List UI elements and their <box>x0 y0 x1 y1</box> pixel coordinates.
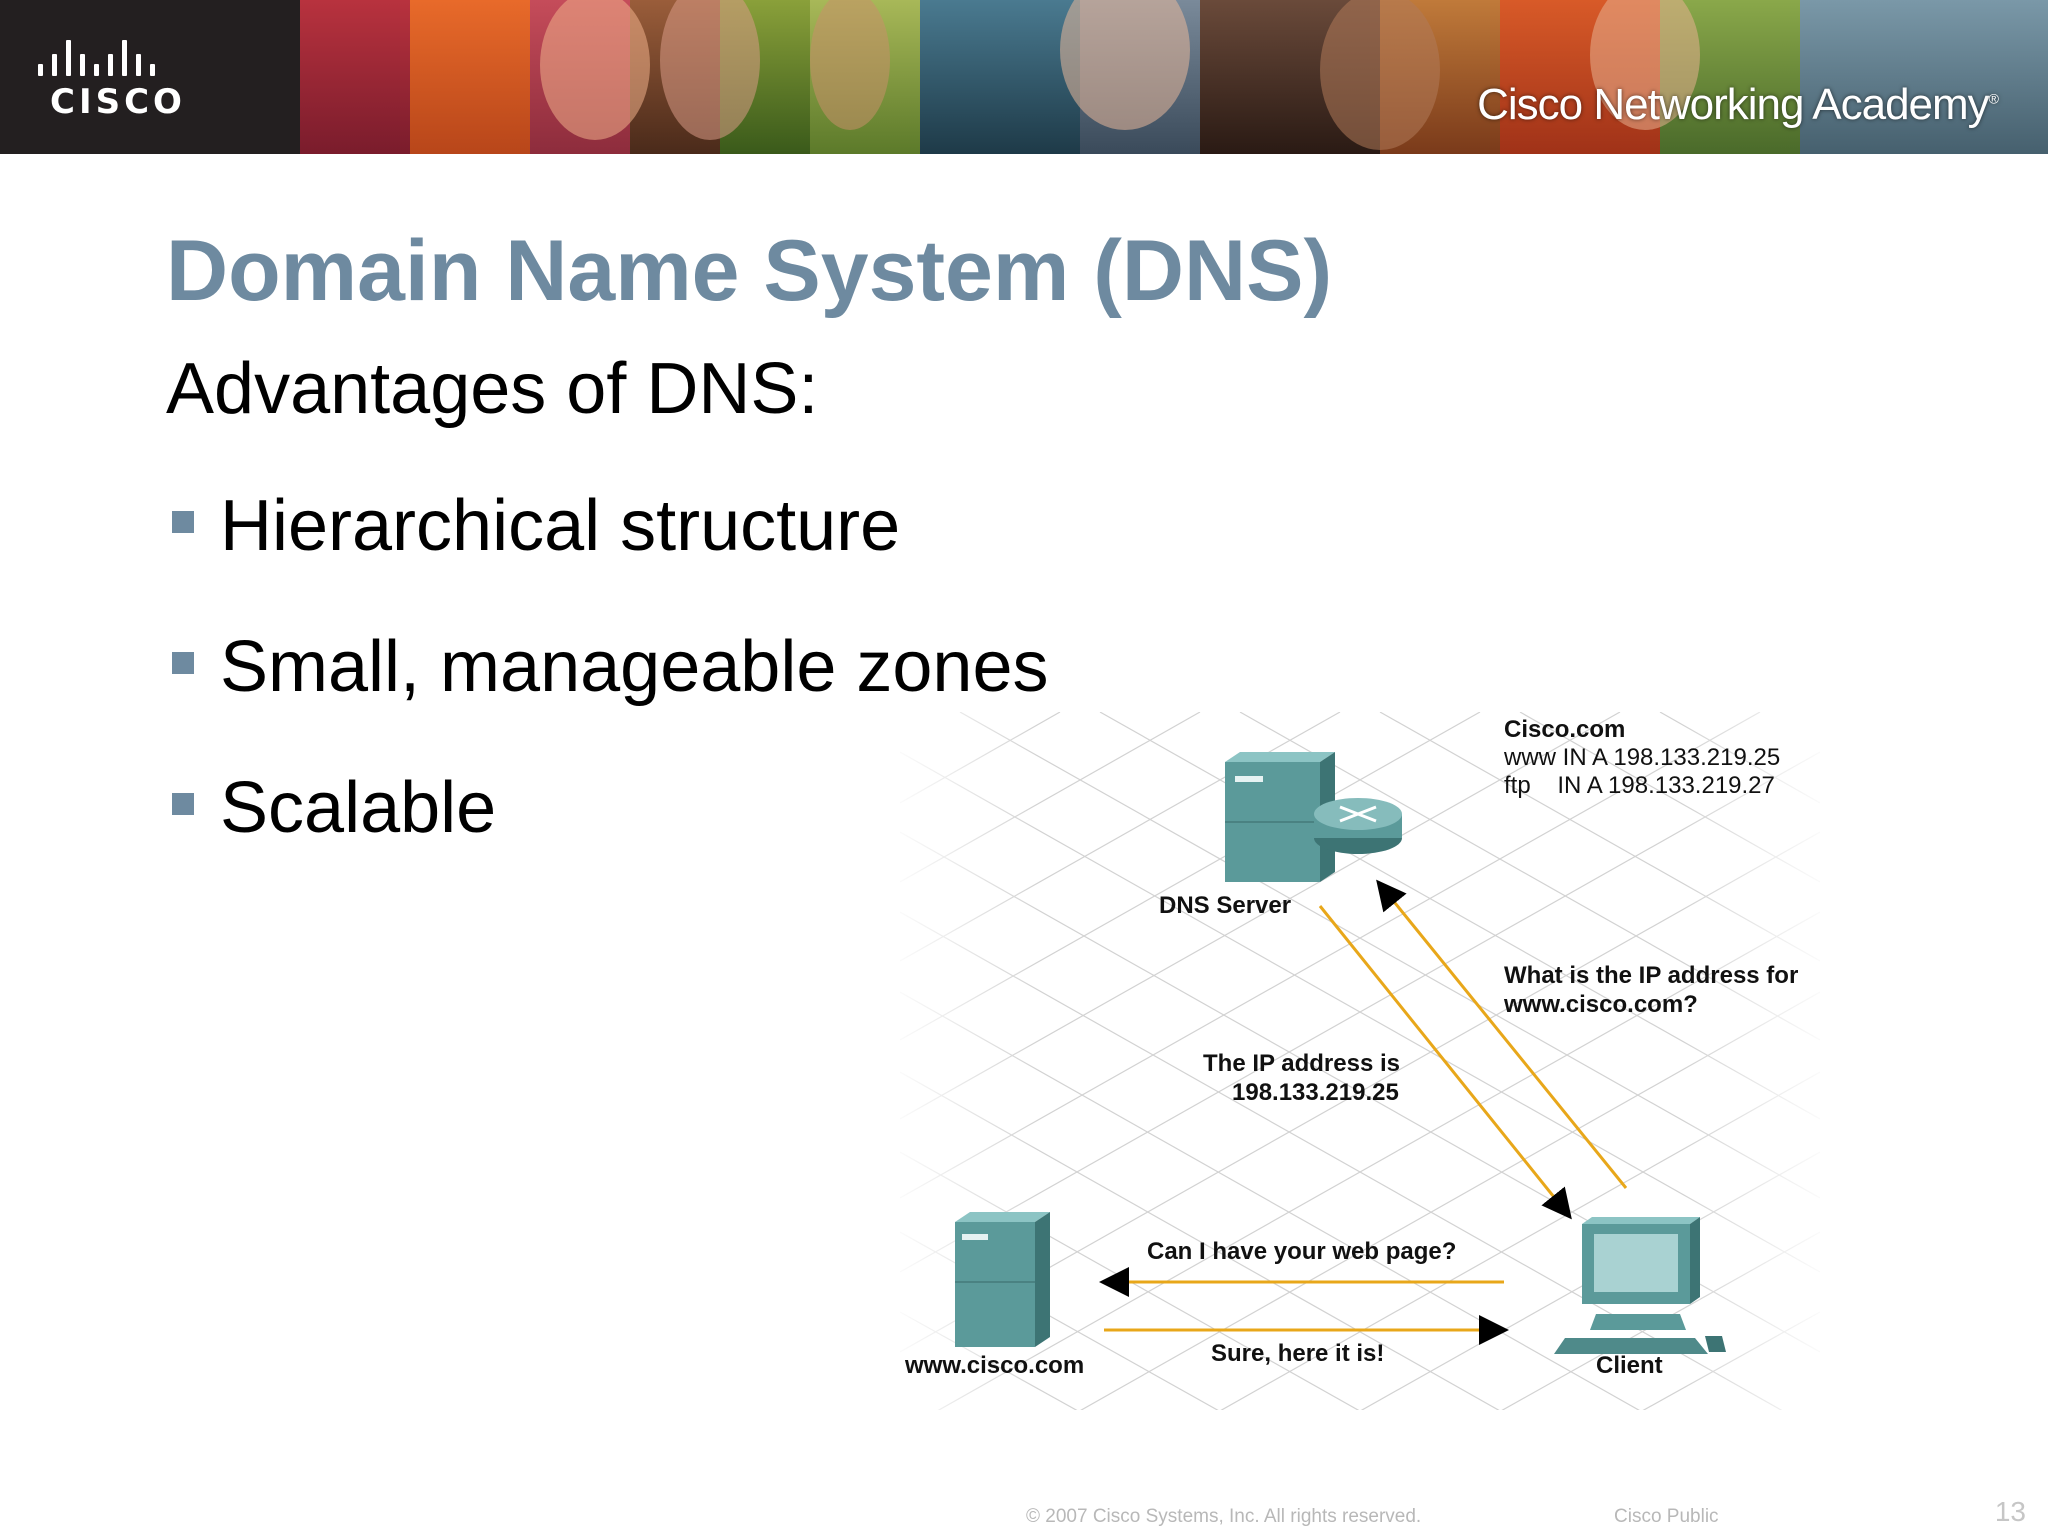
banner-face-6 <box>1590 0 1700 130</box>
academy-title-text: Cisco Networking Academy <box>1477 80 1990 129</box>
banner-face-1 <box>540 0 650 140</box>
dns-answer-arrow <box>1318 905 1572 1220</box>
router-icon <box>1314 798 1402 854</box>
academy-title: Cisco Networking Academy® <box>1477 80 1999 130</box>
bullet-item: Hierarchical structure <box>168 485 1049 626</box>
zone-record-www: www IN A 198.133.219.25 <box>1504 744 1781 771</box>
header-banner: CISCO Cisco Networking Academy® <box>0 0 2048 154</box>
page-response-label: Sure, here it is! <box>1211 1340 1385 1367</box>
bullet-text: Scalable <box>220 768 497 848</box>
bullet-item: Scalable <box>168 767 1049 908</box>
zone-record-ftp: ftp IN A 198.133.219.27 <box>1504 772 1775 799</box>
copyright-notice: © 2007 Cisco Systems, Inc. All rights re… <box>1026 1506 1422 1527</box>
dns-query-label-line1: What is the IP address for <box>1504 962 1799 989</box>
client-label: Client <box>1596 1352 1663 1379</box>
page-request-label: Can I have your web page? <box>1147 1238 1457 1265</box>
cisco-logo: CISCO <box>36 38 186 122</box>
bullet-text: Hierarchical structure <box>220 486 901 566</box>
bullet-item: Small, manageable zones <box>168 626 1049 767</box>
dns-query-arrow <box>1376 879 1628 1189</box>
slide-subtitle: Advantages of DNS: <box>166 349 819 429</box>
dns-server-label: DNS Server <box>1159 892 1292 919</box>
bullet-text: Small, manageable zones <box>220 627 1049 707</box>
advantages-list: Hierarchical structure Small, manageable… <box>168 485 1049 908</box>
banner-face-2 <box>660 0 760 140</box>
banner-face-3 <box>810 0 890 130</box>
slide-title: Domain Name System (DNS) <box>166 223 1333 319</box>
page-number: 13 <box>1994 1496 2026 1527</box>
cisco-logo-text: CISCO <box>50 82 186 122</box>
web-server-label: www.cisco.com <box>905 1352 1085 1379</box>
bullet-square-icon <box>172 511 194 533</box>
dns-diagram: Cisco.com www IN A 198.133.219.25 ftp IN… <box>900 712 1820 1410</box>
banner-face-4 <box>1060 0 1190 130</box>
zone-title: Cisco.com <box>1504 716 1626 743</box>
bullet-square-icon <box>172 652 194 674</box>
bullet-square-icon <box>172 793 194 815</box>
banner-face-5 <box>1320 0 1440 150</box>
client-computer-icon <box>1554 1217 1726 1354</box>
dns-answer-label-line1: The IP address is <box>1203 1050 1400 1077</box>
dns-answer-label-line2: 198.133.219.25 <box>1232 1079 1399 1106</box>
dns-query-label-line2: www.cisco.com? <box>1504 991 1698 1018</box>
registered-mark: ® <box>1988 90 1999 107</box>
cisco-logo-bars-icon <box>38 38 155 76</box>
classification-label: Cisco Public <box>1614 1506 1719 1527</box>
web-server-icon <box>955 1212 1050 1347</box>
dns-diagram-graphic <box>900 712 1820 1410</box>
